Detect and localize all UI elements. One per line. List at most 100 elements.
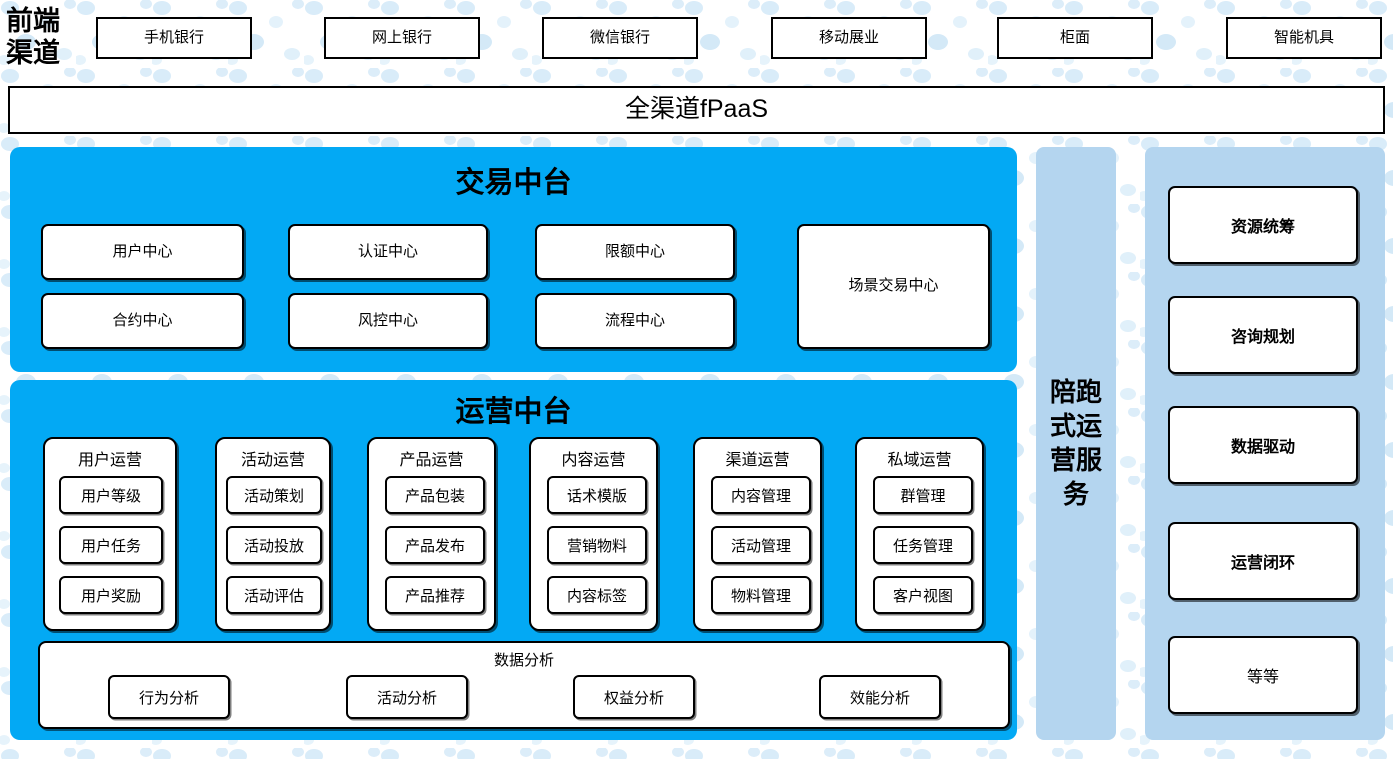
ops-item-label: 内容标签 [566,587,627,605]
ops-item-label: 活动评估 [243,587,304,605]
ops-item-label: 用户等级 [80,487,141,505]
channel-item-label: 柜面 [1059,28,1090,46]
ops-item-label: 群管理 [900,487,946,505]
channel-item-label: 移动展业 [818,28,879,46]
service-card-label: 数据驱动 [1230,439,1295,456]
data-analytics-group[interactable]: 数据分析 行为分析 活动分析 权益分析 效能分析 [38,641,1010,729]
ops-column-activity[interactable]: 活动运营 活动策划 活动投放 活动评估 [215,437,331,631]
ops-item-label: 活动策划 [243,487,304,505]
ops-item[interactable]: 群管理 [873,476,973,514]
ops-item[interactable]: 活动管理 [711,526,811,564]
channel-item-label: 网上银行 [371,28,432,46]
analytics-item[interactable]: 效能分析 [819,675,941,719]
trade-box-label: 用户中心 [112,242,173,260]
ops-item[interactable]: 用户任务 [59,526,163,564]
ops-item[interactable]: 物料管理 [711,576,811,614]
ops-item-label: 产品发布 [404,537,465,555]
service-card-etc[interactable]: 等等 [1168,636,1358,714]
service-card-resource-coordination[interactable]: 资源统筹 [1168,186,1358,264]
analytics-item-label: 行为分析 [138,689,199,707]
ops-column-title: 产品运营 [399,452,464,469]
channel-item-label: 智能机具 [1273,28,1334,46]
channel-item-mobile-business[interactable]: 移动展业 [771,17,927,59]
ops-item[interactable]: 话术模版 [547,476,647,514]
data-analytics-title: 数据分析 [493,652,554,669]
coaching-service-label: 陪跑式运营服务 [1049,377,1102,509]
channel-item-label: 手机银行 [143,28,204,46]
ops-item[interactable]: 产品发布 [385,526,485,564]
ops-item[interactable]: 活动评估 [226,576,322,614]
ops-item[interactable]: 产品推荐 [385,576,485,614]
ops-item-label: 话术模版 [566,487,627,505]
ops-item-label: 任务管理 [892,537,953,555]
service-card-label: 咨询规划 [1230,329,1295,346]
trade-box-label: 合约中心 [112,311,173,329]
trade-box-label: 风控中心 [357,311,418,329]
ops-column-content[interactable]: 内容运营 话术模版 营销物料 内容标签 [529,437,658,631]
ops-column-title: 用户运营 [77,452,142,469]
ops-item[interactable]: 活动投放 [226,526,322,564]
trade-box-label: 限额中心 [604,242,665,260]
channel-item-online-bank[interactable]: 网上银行 [324,17,480,59]
channel-item-mobile-bank[interactable]: 手机银行 [96,17,252,59]
ops-item[interactable]: 任务管理 [873,526,973,564]
trade-box-risk-center[interactable]: 风控中心 [288,293,488,349]
trade-box-user-center[interactable]: 用户中心 [41,224,244,280]
ops-item-label: 活动管理 [730,537,791,555]
ops-item-label: 产品推荐 [404,587,465,605]
ops-item-label: 产品包装 [404,487,465,505]
ops-column-title: 渠道运营 [725,452,790,469]
analytics-item[interactable]: 权益分析 [573,675,695,719]
trade-box-process-center[interactable]: 流程中心 [535,293,735,349]
analytics-item-label: 权益分析 [603,689,664,707]
analytics-item[interactable]: 行为分析 [108,675,230,719]
trade-box-label: 场景交易中心 [848,277,939,295]
ops-item-label: 活动投放 [243,537,304,555]
ops-item[interactable]: 用户等级 [59,476,163,514]
omnichannel-fpaas-bar[interactable]: 全渠道fPaaS [8,86,1385,134]
channel-item-counter[interactable]: 柜面 [997,17,1153,59]
ops-column-product[interactable]: 产品运营 产品包装 产品发布 产品推荐 [367,437,496,631]
trade-box-label: 流程中心 [604,311,665,329]
service-card-data-driven[interactable]: 数据驱动 [1168,406,1358,484]
ops-item-label: 物料管理 [730,587,791,605]
ops-column-channel[interactable]: 渠道运营 内容管理 活动管理 物料管理 [693,437,822,631]
ops-item[interactable]: 客户视图 [873,576,973,614]
ops-item-label: 用户奖励 [80,587,141,605]
service-card-label: 等等 [1246,669,1279,686]
ops-column-private-domain[interactable]: 私域运营 群管理 任务管理 客户视图 [855,437,984,631]
trade-box-auth-center[interactable]: 认证中心 [288,224,488,280]
channel-item-smart-machine[interactable]: 智能机具 [1226,17,1382,59]
service-card-ops-closed-loop[interactable]: 运营闭环 [1168,522,1358,600]
analytics-item-label: 效能分析 [849,689,910,707]
ops-item-label: 内容管理 [730,487,791,505]
ops-item[interactable]: 用户奖励 [59,576,163,614]
front-channel-label: 前端 渠道 [6,6,60,68]
ops-item[interactable]: 内容管理 [711,476,811,514]
service-card-label: 资源统筹 [1230,219,1295,236]
ops-item-label: 营销物料 [566,537,627,555]
ops-middle-platform-title: 运营中台 [455,396,572,428]
trade-box-label: 认证中心 [357,242,418,260]
trade-box-limit-center[interactable]: 限额中心 [535,224,735,280]
analytics-item[interactable]: 活动分析 [346,675,468,719]
channel-item-label: 微信银行 [589,28,650,46]
ops-column-title: 私域运营 [887,452,952,469]
service-card-label: 运营闭环 [1230,555,1295,572]
service-card-consulting-planning[interactable]: 咨询规划 [1168,296,1358,374]
ops-column-user[interactable]: 用户运营 用户等级 用户任务 用户奖励 [43,437,177,631]
ops-item[interactable]: 产品包装 [385,476,485,514]
channel-item-wechat-bank[interactable]: 微信银行 [542,17,698,59]
fpaas-label: 全渠道fPaaS [624,95,769,124]
analytics-item-label: 活动分析 [376,689,437,707]
trade-middle-platform-title: 交易中台 [455,167,572,199]
trade-box-contract-center[interactable]: 合约中心 [41,293,244,349]
ops-item-label: 客户视图 [892,587,953,605]
ops-item[interactable]: 内容标签 [547,576,647,614]
trade-box-scenario-trade-center[interactable]: 场景交易中心 [797,224,990,349]
ops-column-title: 活动运营 [240,452,305,469]
ops-item[interactable]: 营销物料 [547,526,647,564]
ops-item[interactable]: 活动策划 [226,476,322,514]
ops-item-label: 用户任务 [80,537,141,555]
